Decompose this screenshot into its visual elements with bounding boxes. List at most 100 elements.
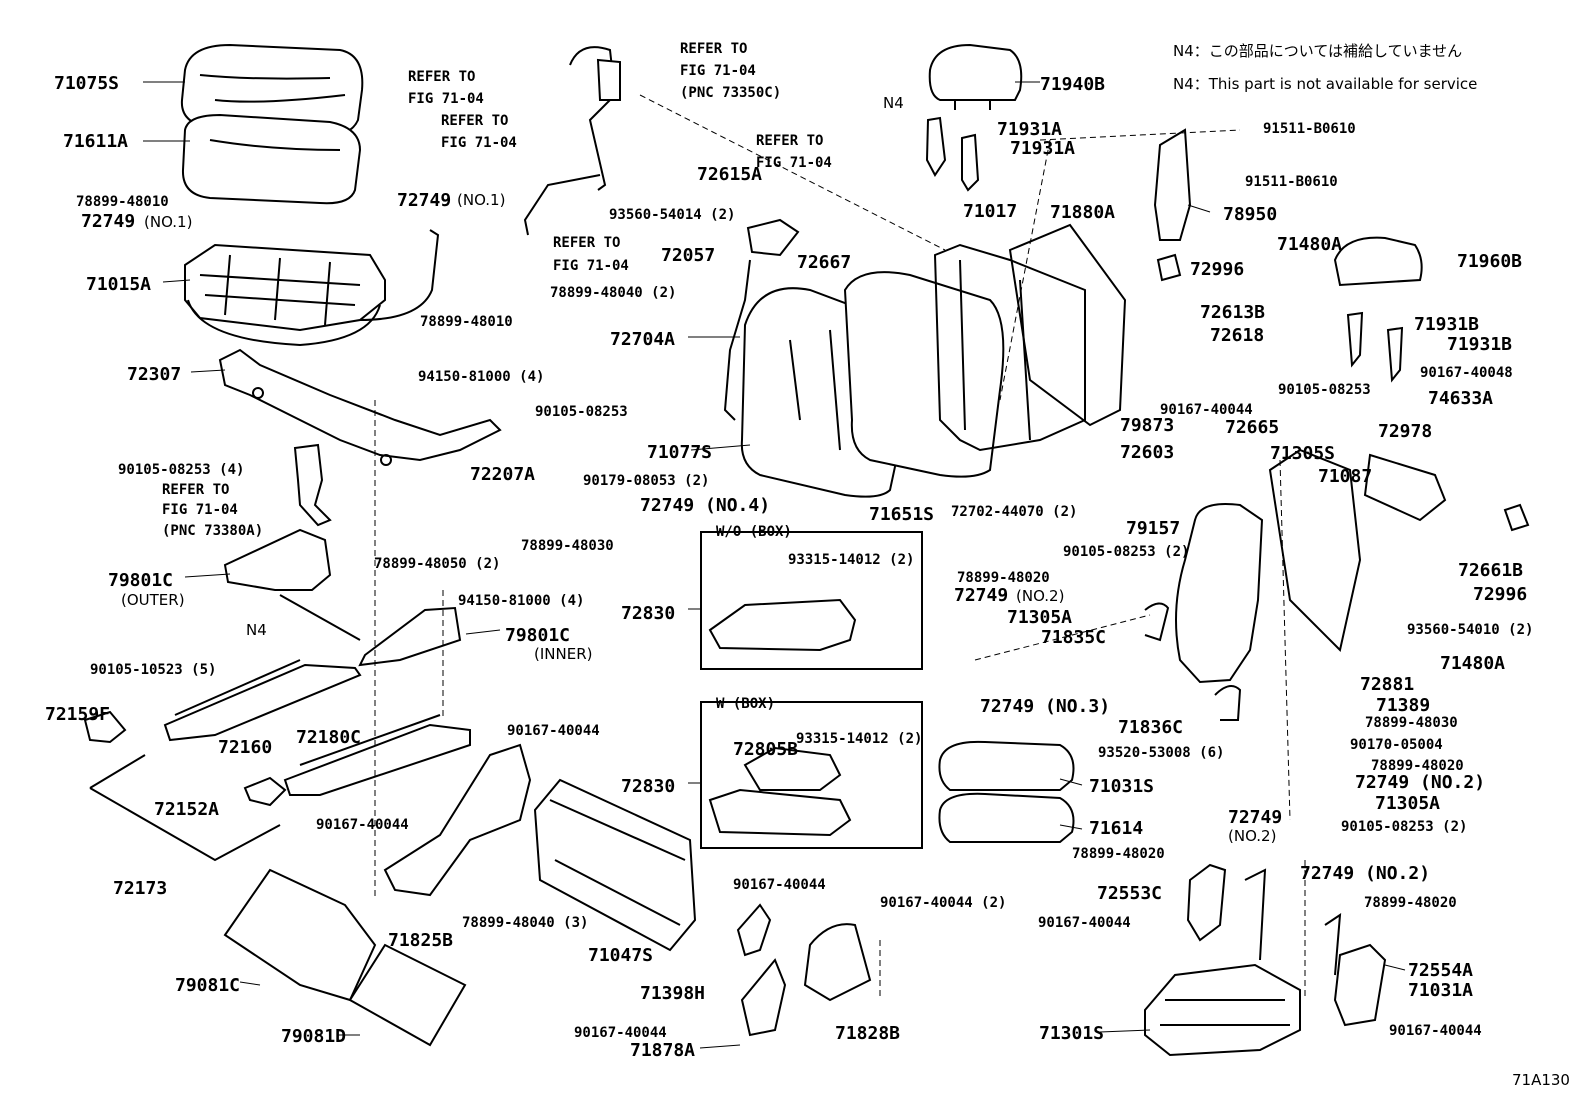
- label-71878A: 71878A: [630, 1040, 695, 1061]
- leader-lines: [143, 81, 1406, 1049]
- label-71077S: 71077S: [647, 442, 712, 463]
- label-72978: 72978: [1378, 421, 1432, 442]
- label-79081C: 79081C: [175, 975, 240, 996]
- label-90105-08253-2-b: 90105-08253 (2): [1341, 819, 1467, 835]
- label-90167-40044-2: 90167-40044 (2): [880, 895, 1006, 911]
- box-w-drawing: [700, 701, 923, 849]
- label-72553C: 72553C: [1097, 883, 1162, 904]
- label-72881: 72881: [1360, 674, 1414, 695]
- cover-71828B-drawing: [803, 923, 872, 1002]
- label-90167-40044-e: 90167-40044: [1160, 402, 1253, 418]
- label-72749-no2-b: 72749 (NO.2): [1355, 772, 1485, 793]
- label-91511-B0610-b: 91511-B0610: [1245, 174, 1338, 190]
- seat-track-upper-drawing: [283, 714, 471, 796]
- outer-bracket-drawing: [223, 528, 332, 591]
- label-93520-53008-6: 93520-53008 (6): [1098, 745, 1224, 761]
- label-79157: 79157: [1126, 518, 1180, 539]
- label-72160: 72160: [218, 737, 272, 758]
- hinge-right-drawing: [1244, 868, 1342, 976]
- seatback-cover-71651S-drawing: [843, 271, 1005, 478]
- label-71835C: 71835C: [1041, 627, 1106, 648]
- label-refer-c-2: FIG 71-04: [680, 63, 756, 79]
- label-n4-b: N4: [883, 94, 904, 112]
- label-72749-no2-a-suffix: (NO.2): [1016, 587, 1064, 605]
- box-wo-drawing: [700, 531, 923, 670]
- label-79801C-inner: 79801C: [505, 625, 570, 646]
- label-90179-08053-2: 90179-08053 (2): [583, 473, 709, 489]
- label-refer-a-2: FIG 71-04: [408, 91, 484, 107]
- figure-id: 71A130: [1512, 1071, 1570, 1089]
- label-72749-no2-a: 72749: [954, 585, 1008, 606]
- label-78899-48020-a: 78899-48020: [957, 570, 1050, 586]
- bracket-71398H-drawing: [736, 903, 772, 957]
- note-n4-japanese: N4：この部品については補給していません: [1173, 42, 1462, 60]
- label-90170-05004: 90170-05004: [1350, 737, 1443, 753]
- n4-rod-drawing: [279, 594, 361, 641]
- label-78899-48030-a: 78899-48030: [521, 538, 614, 554]
- label-72749-no1-b-suffix: (NO.1): [457, 191, 505, 209]
- seatbelt-retractor-drawing: [523, 46, 621, 236]
- label-78899-48030-b: 78899-48030: [1365, 715, 1458, 731]
- label-refer-c-3: (PNC 73350C): [680, 85, 781, 101]
- label-72159F: 72159F: [45, 704, 110, 725]
- clip-72152A-drawing: [243, 776, 287, 807]
- label-72613B: 72613B: [1200, 302, 1265, 323]
- label-71389: 71389: [1376, 695, 1430, 716]
- label-79873: 79873: [1120, 415, 1174, 436]
- alignment-dashes: [374, 94, 1306, 1000]
- label-refer-d-2: FIG 71-04: [553, 258, 629, 274]
- seat-cushion-pad-drawing: [181, 113, 362, 205]
- cable-72704A-drawing: [723, 259, 751, 421]
- label-78899-48010-a: 78899-48010: [76, 194, 169, 210]
- label-72207A: 72207A: [470, 464, 535, 485]
- label-box-without: W/O (BOX): [716, 524, 792, 540]
- armrest-pad-71031S-drawing: [938, 740, 1075, 791]
- label-93315-14012-2-b: 93315-14012 (2): [796, 731, 922, 747]
- note-n4-english: N4：This part is not available for servic…: [1173, 75, 1477, 93]
- seat-cushion-frame-drawing: [184, 243, 386, 347]
- guide-71931A-b-drawing: [961, 133, 980, 192]
- label-72996-a: 72996: [1190, 259, 1244, 280]
- label-71301S: 71301S: [1039, 1023, 1104, 1044]
- label-79081D: 79081D: [281, 1026, 346, 1047]
- carpet-79081-drawing: [223, 868, 467, 1047]
- label-71931B-b: 71931B: [1447, 334, 1512, 355]
- label-71611A: 71611A: [63, 131, 128, 152]
- guide-71931A-a-drawing: [925, 116, 947, 177]
- back-frame-right-drawing: [1268, 448, 1362, 652]
- label-79801C-outer-sub: (OUTER): [121, 591, 185, 609]
- cover-72553C-drawing: [1186, 863, 1227, 942]
- label-71836C: 71836C: [1118, 717, 1183, 738]
- clip-72159F-drawing: [83, 710, 127, 744]
- inner-bracket-drawing: [358, 606, 462, 667]
- armrest-71305S-drawing: [1175, 503, 1264, 684]
- label-71931A-a: 71931A: [997, 119, 1062, 140]
- label-74633A: 74633A: [1428, 388, 1493, 409]
- headrest-71940B-drawing: [928, 43, 1023, 110]
- label-72749-no2-c-suffix: (NO.2): [1228, 827, 1276, 845]
- label-72805B: 72805B: [733, 739, 798, 760]
- label-78899-48040-2: 78899-48040 (2): [550, 285, 676, 301]
- label-refer-seatbelt-1c: (PNC 73380A): [162, 523, 263, 539]
- label-refer-seatbelt-1b: FIG 71-04: [162, 502, 238, 518]
- guide-71931B-a-drawing: [1346, 311, 1364, 368]
- label-71047S: 71047S: [588, 945, 653, 966]
- seatback-frame-71017-drawing: [933, 243, 1086, 452]
- bracket-71836C-drawing: [1214, 685, 1242, 721]
- label-refer-d-1: REFER TO: [553, 235, 620, 251]
- label-72173: 72173: [113, 878, 167, 899]
- label-72667: 72667: [797, 252, 851, 273]
- label-71825B: 71825B: [388, 930, 453, 951]
- seatback-panel-71880A-drawing: [1008, 223, 1127, 427]
- guide-71931B-b-drawing: [1386, 326, 1404, 383]
- label-72702-44070-2: 72702-44070 (2): [951, 504, 1077, 520]
- label-71480A-b: 71480A: [1440, 653, 1505, 674]
- label-72665: 72665: [1225, 417, 1279, 438]
- label-71931A-b: 71931A: [1010, 138, 1075, 159]
- label-71075S: 71075S: [54, 73, 119, 94]
- label-72749-no3: 72749 (NO.3): [980, 696, 1110, 717]
- label-71031S: 71031S: [1089, 776, 1154, 797]
- label-79801C-outer: 79801C: [108, 570, 173, 591]
- label-refer-c-1: REFER TO: [680, 41, 747, 57]
- armrest-cover-71614-drawing: [938, 792, 1075, 843]
